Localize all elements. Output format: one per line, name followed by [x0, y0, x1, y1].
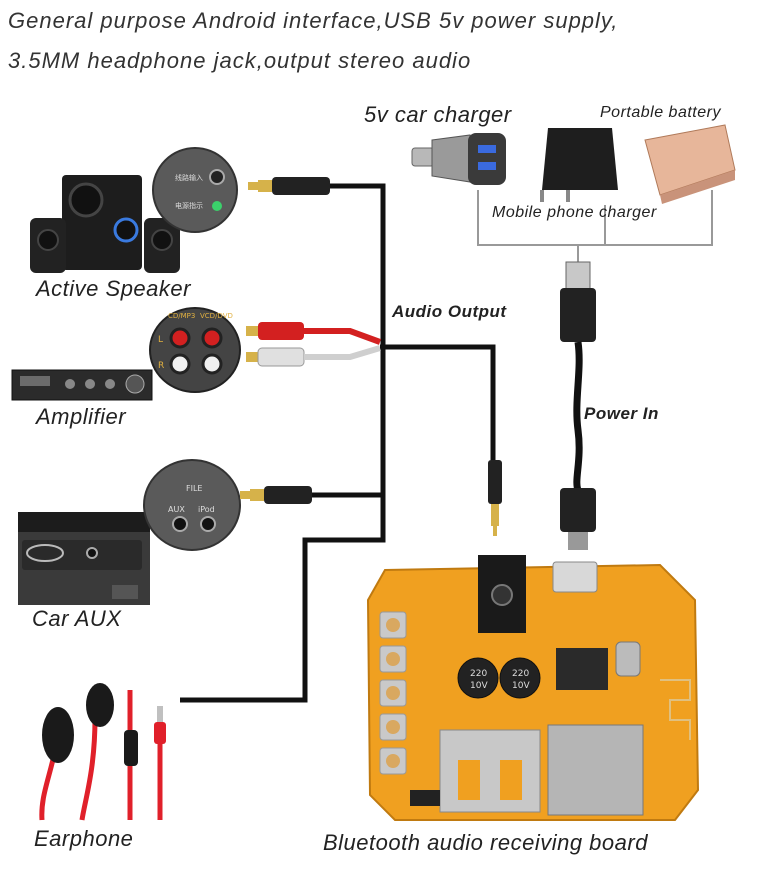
rca-cables	[246, 322, 382, 367]
power-in-label: Power In	[584, 404, 659, 423]
audio-cable-tree	[180, 183, 496, 703]
heading-line-2: 3.5MM headphone jack,output stereo audio	[8, 48, 472, 73]
aux-label: AUX	[168, 505, 185, 514]
earphone-image	[39, 683, 166, 821]
amplifier-label: Amplifier	[36, 404, 127, 429]
power-source-bracket	[477, 190, 713, 262]
ipod-label: iPod	[198, 505, 215, 514]
right-channel-label: R	[158, 361, 164, 371]
phone-charger-image	[540, 128, 618, 202]
active-speaker-label: Active Speaker	[36, 276, 191, 301]
portable-battery-image	[644, 124, 736, 204]
car-charger-image	[411, 133, 506, 185]
file-label: FILE	[186, 484, 202, 493]
phone-charger-label: Mobile phone charger	[492, 204, 657, 221]
capacitor-1-voltage: 10V	[470, 681, 488, 691]
board-audio-plug	[488, 460, 502, 536]
power-indicator-label: 电源指示	[175, 201, 203, 210]
audio-output-label: Audio Output	[392, 302, 507, 321]
active-speaker-image: 线路输入 电源指示	[30, 147, 238, 273]
speaker-audio-plug	[248, 177, 330, 195]
car-aux-image: FILE AUX iPod	[18, 459, 241, 605]
amplifier-image: CD/MP3 VCD/DVD L R	[11, 307, 241, 401]
bluetooth-board-image: 220 10V 220 10V	[366, 555, 700, 821]
power-cable	[560, 261, 596, 550]
car-charger-label: 5v car charger	[364, 102, 512, 127]
left-channel-label: L	[158, 335, 163, 345]
cd-mp3-label: CD/MP3	[168, 312, 195, 320]
line-in-label: 线路输入	[175, 173, 203, 182]
car-aux-label: Car AUX	[32, 606, 122, 631]
capacitor-2-voltage: 10V	[512, 681, 530, 691]
portable-battery-label: Portable battery	[600, 104, 721, 121]
earphone-label: Earphone	[34, 826, 134, 851]
capacitor-2-value: 220	[512, 669, 529, 679]
capacitor-1-value: 220	[470, 669, 487, 679]
heading-line-1: General purpose Android interface,USB 5v…	[8, 8, 619, 33]
board-name-label: Bluetooth audio receiving board	[323, 830, 648, 855]
car-aux-audio-plug	[240, 486, 312, 504]
vcd-dvd-label: VCD/DVD	[200, 312, 233, 320]
